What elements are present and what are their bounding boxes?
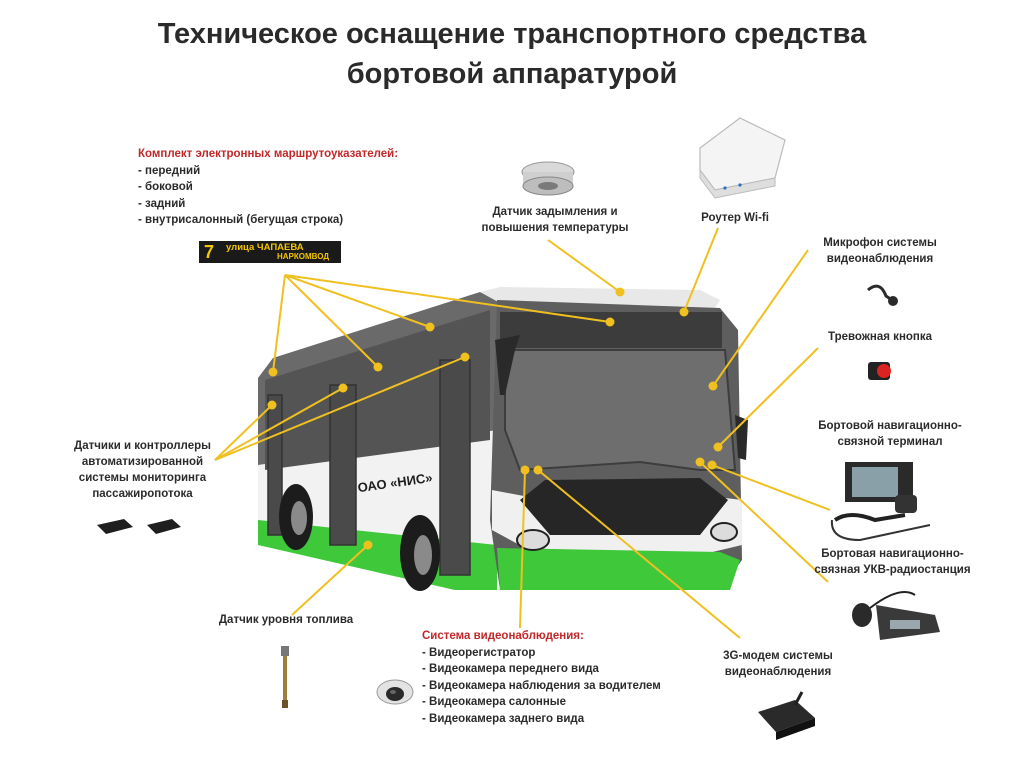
microphone-icon (867, 284, 898, 306)
dome-camera-icon (376, 679, 414, 705)
route-signs-heading: Комплект электронных маршрутоуказателей: (138, 148, 399, 160)
bus-mirror-left (495, 335, 520, 395)
route-sign-front: - передний (138, 164, 201, 177)
bus-headlight-left (516, 529, 550, 551)
route-signs-group: Комплект электронных маршрутоуказателей:… (138, 146, 398, 229)
router-icon (699, 117, 786, 199)
navigation-terminal-label: Бортовой навигационно-связной терминал (818, 420, 962, 448)
leader-lines (214, 227, 831, 639)
alarm-button-label: Тревожная кнопка (827, 331, 933, 343)
bus-wheel-front-hub (414, 535, 432, 575)
route-sign-rear: - задний (138, 197, 186, 210)
bus-wheel-rear-hub (291, 501, 307, 535)
page-title: Техническое оснащение транспортного сред… (0, 14, 1024, 94)
bus-front-green (497, 548, 740, 590)
route-number: 7 (204, 242, 215, 262)
radio-station-label: Бортовая навигационно-связная УКВ-радиос… (814, 548, 971, 576)
video-cabin-camera-item: - Видеокамера салонные (422, 696, 567, 708)
fuel-sensor-label: Датчик уровня топлива (218, 614, 354, 626)
bus-side-green (258, 520, 497, 590)
video-front-camera-item: - Видеокамера переднего вида (422, 663, 599, 675)
fuel-sensor-icon (281, 646, 289, 708)
router-label: Роутер Wi-fi (701, 212, 769, 224)
route-street-2: НАРКОМВОД (277, 252, 330, 261)
bus-front-sign (500, 312, 722, 348)
bus-door-rear (329, 384, 357, 546)
route-display-sign: 7 улица ЧАПАЕВА НАРКОМВОД (199, 241, 341, 263)
bus-windshield (504, 349, 737, 472)
bus-door-back (267, 394, 283, 536)
title-line-2: бортовой аппаратурой (346, 58, 678, 90)
video-system-heading: Система видеонаблюдения: (422, 630, 584, 642)
bus-door-mid (439, 359, 471, 576)
video-system-group: Система видеонаблюдения: - Видеорегистра… (422, 628, 661, 727)
video-recorder-item: - Видеорегистратор (422, 646, 536, 659)
title-line-1: Техническое оснащение транспортного сред… (157, 18, 867, 50)
video-rear-camera-item: - Видеокамера заднего вида (422, 712, 585, 725)
modem-icon (758, 691, 815, 740)
smoke-detector-icon (521, 161, 575, 196)
route-sign-side: - боковой (138, 181, 193, 193)
leader-dots (267, 287, 723, 550)
route-sign-interior: - внутрисалонный (бегущая строка) (138, 214, 344, 226)
passenger-sensor-icon (97, 519, 181, 534)
bus-grille (520, 478, 728, 535)
bus-side-windows (265, 310, 490, 470)
video-driver-camera-item: - Видеокамера наблюдения за водителем (422, 679, 661, 692)
alarm-button-icon (868, 362, 891, 380)
route-street: улица ЧАПАЕВА (226, 242, 304, 253)
radio-station-icon (852, 591, 940, 640)
navigation-terminal-icon (830, 462, 931, 542)
bus-headlight-right (710, 522, 738, 542)
